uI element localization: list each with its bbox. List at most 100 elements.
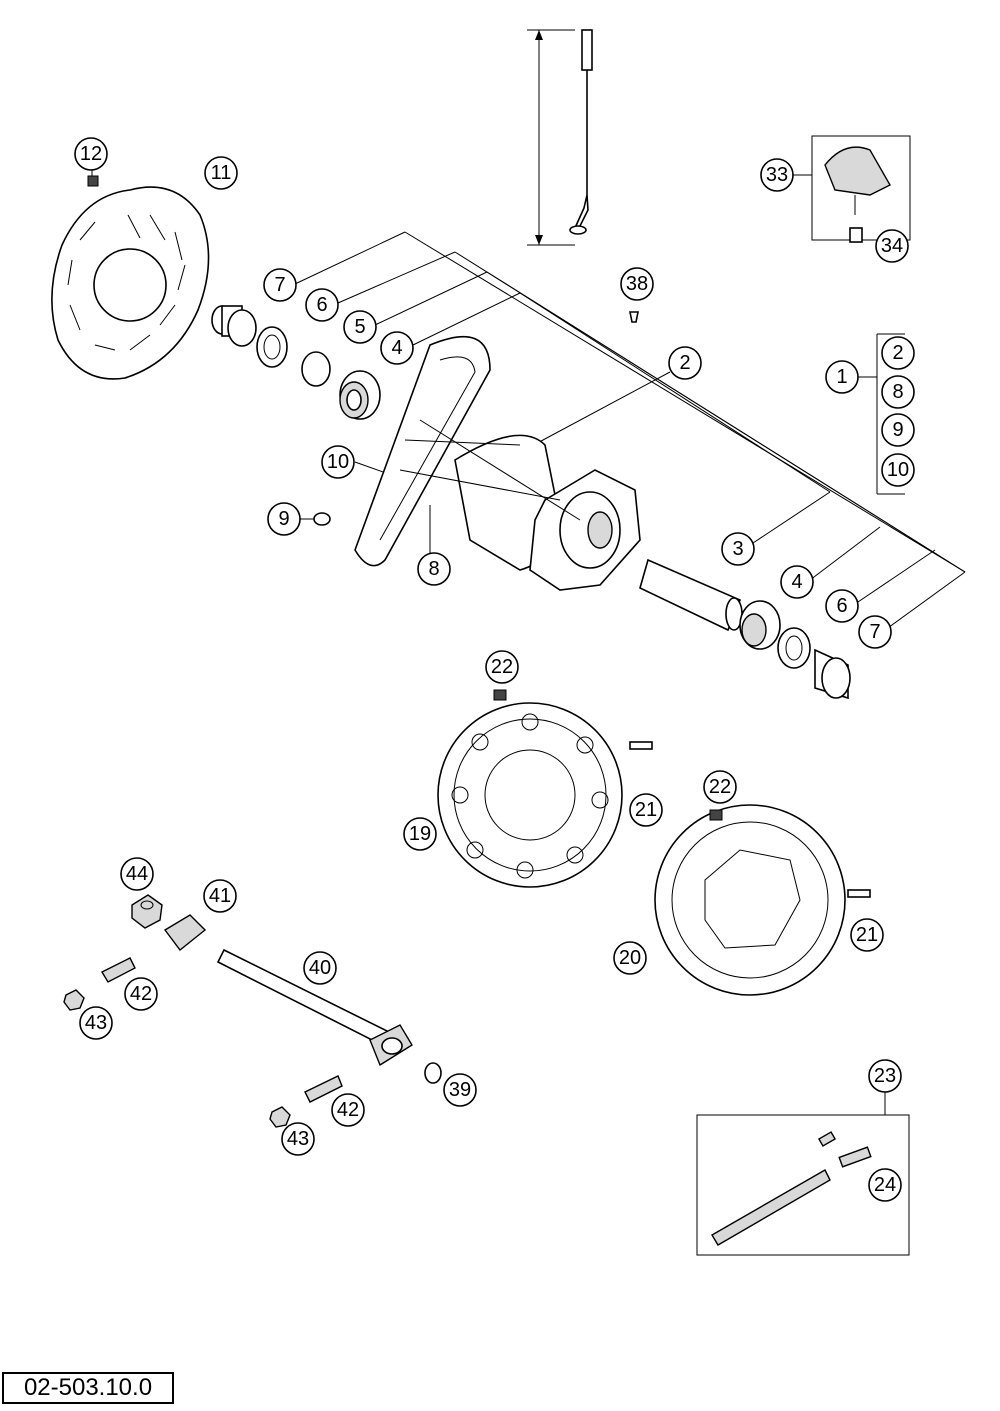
callout-19: 19 bbox=[403, 817, 437, 851]
callout-40-label: 40 bbox=[309, 957, 331, 979]
callout-5: 5 bbox=[343, 310, 377, 344]
callout-6-left: 6 bbox=[305, 288, 339, 322]
callout-4-right: 4 bbox=[780, 565, 814, 599]
axle-cap bbox=[424, 1062, 442, 1084]
callout-10-label: 10 bbox=[327, 451, 349, 473]
sprocket-large-holes bbox=[654, 804, 846, 996]
callout-6-right: 6 bbox=[825, 589, 859, 623]
callout-44: 44 bbox=[120, 857, 154, 891]
callout-20-label: 20 bbox=[619, 947, 641, 969]
sprocket-screw-19 bbox=[629, 741, 653, 750]
callout-21-right-label: 21 bbox=[856, 924, 878, 946]
callout-42-upper-label: 42 bbox=[130, 983, 152, 1005]
spacer-right bbox=[814, 648, 851, 700]
spacer-left bbox=[211, 305, 257, 347]
callout-1-label: 1 bbox=[836, 366, 847, 388]
callout-9-list: 9 bbox=[881, 413, 915, 447]
callout-43-lower-label: 43 bbox=[287, 1128, 309, 1150]
callout-21-left-label: 21 bbox=[635, 799, 657, 821]
callout-42-lower: 42 bbox=[331, 1093, 365, 1127]
callout-21-left: 21 bbox=[629, 793, 663, 827]
callout-8-list: 8 bbox=[881, 375, 915, 409]
spoke bbox=[569, 29, 593, 235]
callout-42-upper: 42 bbox=[124, 977, 158, 1011]
distance-sleeve bbox=[639, 558, 743, 632]
circlip bbox=[301, 351, 331, 387]
callout-33-label: 33 bbox=[766, 164, 788, 186]
callout-7-right-label: 7 bbox=[869, 621, 880, 643]
callout-38: 38 bbox=[620, 267, 654, 301]
callout-2-list: 2 bbox=[881, 336, 915, 370]
callout-2-label: 2 bbox=[679, 352, 690, 374]
sprocket-nut-19 bbox=[493, 689, 507, 701]
sprocket-small-holes bbox=[437, 702, 623, 888]
callout-34: 34 bbox=[875, 229, 909, 263]
callout-41-label: 41 bbox=[209, 885, 231, 907]
callout-7-left-label: 7 bbox=[274, 274, 285, 296]
callout-10-list: 10 bbox=[881, 453, 915, 487]
callout-11: 11 bbox=[204, 156, 238, 190]
callout-23: 23 bbox=[868, 1059, 902, 1093]
bearing-left bbox=[339, 370, 381, 420]
adjuster-nut-lower bbox=[269, 1106, 291, 1128]
brake-disc bbox=[51, 186, 210, 380]
callout-5-label: 5 bbox=[354, 316, 365, 338]
chain-adjuster bbox=[163, 914, 207, 951]
callout-10-list-label: 10 bbox=[887, 459, 909, 481]
rim-lock bbox=[824, 146, 891, 215]
callout-1: 1 bbox=[825, 360, 859, 394]
adjuster-nut-upper bbox=[63, 989, 85, 1011]
callout-43-lower: 43 bbox=[281, 1122, 315, 1156]
axle-nut bbox=[131, 894, 163, 929]
chain-master-link bbox=[817, 1131, 872, 1168]
callout-3: 3 bbox=[721, 532, 755, 566]
disc-screw bbox=[87, 170, 99, 187]
callout-21-right: 21 bbox=[850, 918, 884, 952]
callout-4-left: 4 bbox=[380, 331, 414, 365]
callout-22-right: 22 bbox=[703, 770, 737, 804]
rear-hub bbox=[399, 419, 641, 591]
callout-11-label: 11 bbox=[211, 162, 232, 184]
callout-38-label: 38 bbox=[626, 273, 648, 295]
callout-8-list-label: 8 bbox=[892, 381, 903, 403]
callout-19-label: 19 bbox=[409, 823, 431, 845]
rim-lock-nut bbox=[849, 227, 863, 243]
callout-22-left: 22 bbox=[485, 650, 519, 684]
callout-20: 20 bbox=[613, 941, 647, 975]
valve-nipple bbox=[313, 512, 331, 526]
callout-12-label: 12 bbox=[80, 143, 102, 165]
callout-40: 40 bbox=[303, 951, 337, 985]
callout-2-list-label: 2 bbox=[892, 342, 903, 364]
callout-43-upper: 43 bbox=[79, 1006, 113, 1040]
shaft-seal-left bbox=[256, 326, 288, 368]
callout-24-label: 24 bbox=[874, 1174, 896, 1196]
document-number: 02-503.10.0 bbox=[2, 1372, 174, 1404]
valve-cap bbox=[629, 311, 639, 323]
bearing-right bbox=[739, 600, 781, 650]
callout-6-left-label: 6 bbox=[316, 294, 327, 316]
wheel-axle bbox=[216, 948, 413, 1067]
leader-lines bbox=[294, 29, 966, 1256]
callout-9-list-label: 9 bbox=[892, 419, 903, 441]
adjusting-screw-lower bbox=[304, 1075, 343, 1103]
callout-42-lower-label: 42 bbox=[337, 1099, 359, 1121]
callout-6-right-label: 6 bbox=[836, 595, 847, 617]
callout-41: 41 bbox=[203, 879, 237, 913]
callout-8: 8 bbox=[417, 552, 451, 586]
callout-7-left: 7 bbox=[263, 268, 297, 302]
sprocket-nut-20 bbox=[709, 809, 723, 821]
callout-9-label: 9 bbox=[278, 508, 289, 530]
callout-4-right-label: 4 bbox=[791, 571, 802, 593]
callout-34-label: 34 bbox=[881, 235, 903, 257]
callout-44-label: 44 bbox=[126, 863, 148, 885]
callout-7-right: 7 bbox=[858, 615, 892, 649]
drive-chain bbox=[711, 1169, 831, 1246]
sprocket-screw-20 bbox=[847, 889, 871, 898]
callout-12: 12 bbox=[74, 137, 108, 171]
callout-10: 10 bbox=[321, 445, 355, 479]
callout-2: 2 bbox=[668, 346, 702, 380]
callout-33: 33 bbox=[760, 158, 794, 192]
callout-39-label: 39 bbox=[449, 1079, 471, 1101]
callout-9: 9 bbox=[267, 502, 301, 536]
